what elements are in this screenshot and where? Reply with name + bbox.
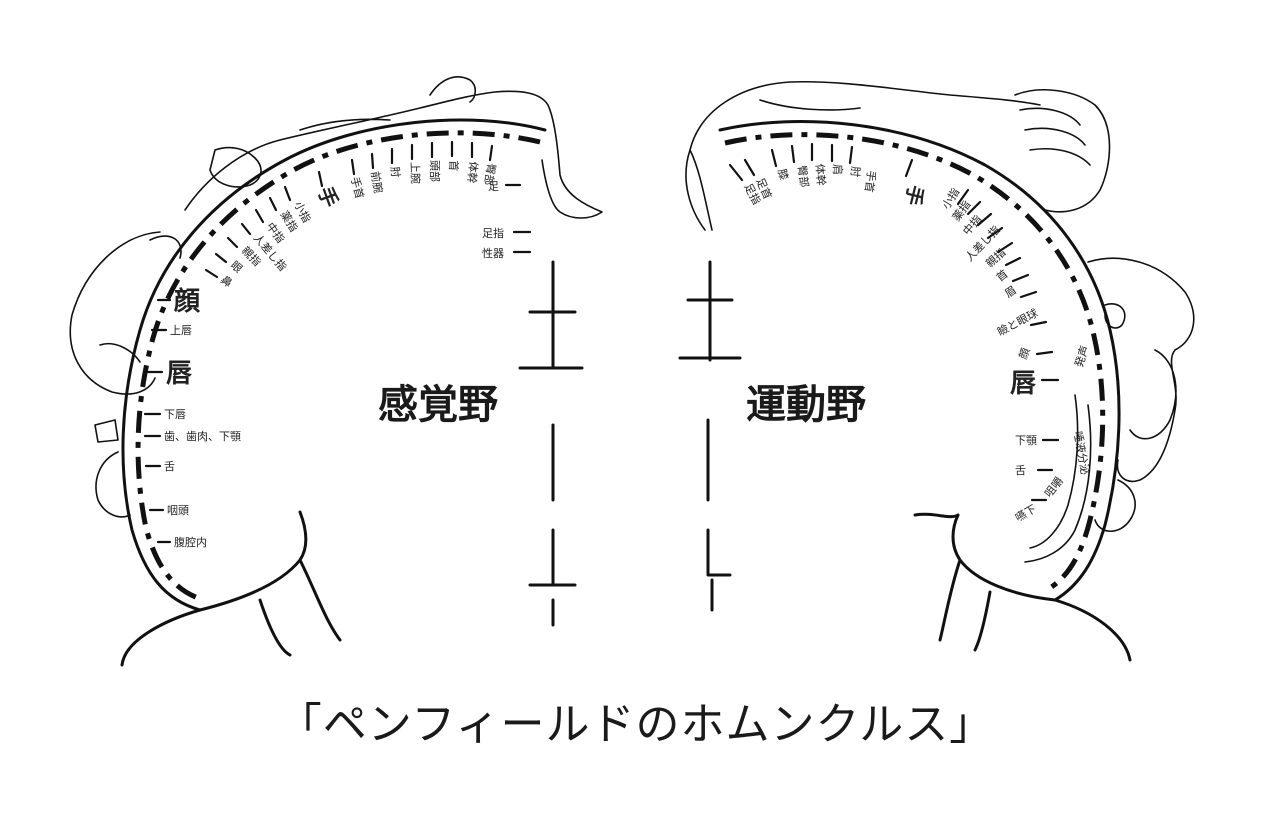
sensory-ticks [143,140,532,544]
motor-label-lips: 唇 [1010,369,1037,399]
motor-label-salivation: 唾液分泌 [1071,430,1092,476]
motor-cortex-outline [718,120,1121,602]
motor-cortex: 足指 足首 膝 臀部 体幹 肩 肘 手首 手 小指 薬指 中指 人差し指 親指 … [678,80,1195,662]
sensory-label-toes: 足指 [482,226,504,240]
motor-homunculus-jaw [1094,479,1136,533]
motor-ticks [728,142,1060,502]
sensory-cortex-outline [121,118,547,612]
diagram-caption: 「ペンフィールドのホムンクルス」 [277,699,995,750]
motor-homunculus-face [1087,257,1195,482]
sensory-label-head: 頭部 [428,160,442,182]
motor-label-elbow: 肘 [848,166,863,178]
sensory-homunculus-face [69,231,182,395]
sensory-label-wrist: 手首 [348,175,367,200]
sensory-label-eye: 眼 [228,259,245,276]
sensory-brainstem [120,510,342,667]
motor-label-vocalization: 発声 [1072,344,1092,369]
sensory-label-face: 顔 [174,287,201,317]
motor-cortex-title: 運動野 [746,382,866,428]
sensory-label-lower-lip: 下唇 [164,408,186,421]
motor-label-hand: 手 [900,183,928,208]
sensory-label-intra-abdominal: 腹腔内 [174,535,207,549]
motor-label-face: 顔 [1016,346,1033,361]
motor-label-tongue: 舌 [1015,464,1026,477]
motor-brainstem [913,512,1132,662]
sensory-label-forearm: 前腕 [368,170,386,194]
sensory-label-teeth-gums-jaw: 歯、歯肉、下顎 [164,430,241,443]
motor-label-jaw: 下顎 [1015,434,1037,447]
motor-homunculus-body [685,80,1041,231]
sensory-label-neck: 首 [447,160,461,171]
motor-label-brow: 眉 [1002,284,1018,301]
sensory-label-hip: 臀部 [481,162,499,186]
motor-label-eyelid-eyeball: 瞼と眼球 [995,306,1040,339]
motor-homunculus-hand [1014,89,1111,213]
motor-label-shoulder: 肩 [831,164,845,175]
sensory-label-hand: 手 [313,184,342,211]
sensory-homunculus-tongue [94,419,131,518]
sensory-label-trunk: 体幹 [465,161,481,184]
sensory-cortex-band [135,130,541,601]
motor-vocalization-arrow [1029,394,1079,549]
sensory-label-upper-lip: 上唇 [170,324,192,337]
sensory-cortex-title: 感覚野 [378,382,498,428]
motor-label-neck: 首 [993,267,1010,285]
motor-label-chewing: 咀嚼 [1041,474,1066,500]
motor-label-swallowing: 嚥下 [1013,502,1039,524]
motor-label-trunk: 体幹 [813,163,829,186]
motor-label-hip: 臀部 [795,164,812,188]
sensory-label-tongue: 舌 [164,460,175,473]
motor-label-wrist: 手首 [862,170,879,194]
sensory-label-nose: 鼻 [218,272,235,290]
sensory-cortex: 小指 薬指 中指 人差し指 親指 眼 鼻 手 手首 前腕 肘 上腕 頭部 首 体… [69,76,603,667]
sensory-label-upper-arm: 上腕 [408,162,423,184]
motor-midline [678,260,742,612]
motor-cortex-band [724,132,1106,591]
sensory-label-elbow: 肘 [388,166,403,178]
motor-label-knee: 膝 [775,168,790,182]
sensory-label-pharynx: 咽頭 [167,504,189,517]
sensory-midline [518,260,584,627]
sensory-label-genitals: 性器 [482,246,504,260]
motor-salivation-arrow [1024,404,1092,563]
sensory-homunculus-body [184,76,603,219]
sensory-label-lips: 唇 [166,359,193,389]
sensory-label-foot: 足 [488,180,499,193]
